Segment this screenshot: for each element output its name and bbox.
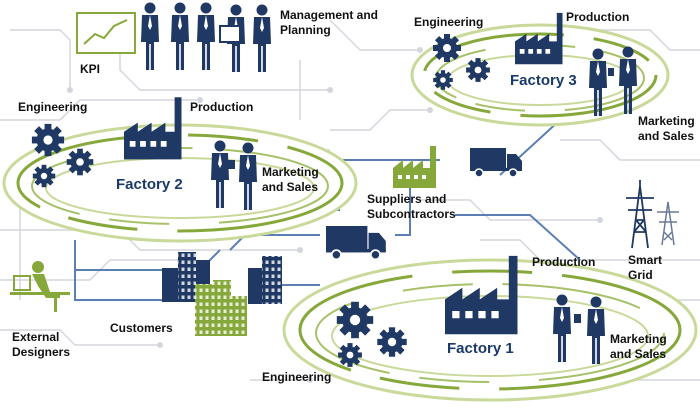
factory3-marketing-line2: and Sales: [638, 129, 695, 143]
power-tower-icon-2: [657, 201, 679, 246]
suppliers-label-line1: Suppliers and: [367, 192, 447, 206]
factory1-marketing-line1: Marketing: [610, 332, 667, 346]
power-tower-icon: [626, 180, 654, 249]
factory1-engineering-label: Engineering: [262, 370, 332, 384]
designer-icon: [10, 261, 70, 312]
suppliers-label-line2: Subcontractors: [367, 207, 456, 221]
truck-icon-2: [325, 225, 387, 261]
management-people-icon: [141, 2, 271, 72]
factory3-people-icon: [589, 46, 637, 116]
designers-label-line1: External: [12, 330, 60, 344]
truck-icon: [469, 147, 523, 178]
factory1-people-icon: [553, 294, 605, 364]
factory3-marketing-line1: Marketing: [638, 114, 695, 128]
factory2-marketing-line1: Marketing: [262, 165, 319, 179]
customers-buildings-icon: [162, 252, 282, 336]
management-label-line2: Planning: [280, 23, 331, 37]
factory3-production-label: Production: [566, 10, 630, 24]
smart-grid-label-line2: Grid: [628, 268, 653, 282]
factory2-marketing-line2: and Sales: [262, 180, 319, 194]
suppliers-factory-icon: [393, 146, 436, 188]
factory1-production-label: Production: [532, 255, 596, 269]
factory1-name: Factory 1: [447, 340, 514, 357]
designers-label-line2: Designers: [12, 345, 71, 359]
kpi-chart-icon: [76, 12, 136, 54]
factory2-name: Factory 2: [116, 176, 183, 193]
factory2-people-icon: [211, 140, 257, 210]
management-label-line1: Management and: [280, 8, 379, 22]
smart-grid-label-line1: Smart: [628, 253, 663, 267]
factory1-marketing-line2: and Sales: [610, 347, 667, 361]
factory3-engineering-label: Engineering: [414, 15, 484, 29]
factory2-production-label: Production: [190, 100, 254, 114]
kpi-label: KPI: [80, 62, 101, 76]
factory3-name: Factory 3: [510, 72, 577, 89]
customers-label: Customers: [110, 321, 173, 335]
factory2-engineering-label: Engineering: [18, 100, 88, 114]
